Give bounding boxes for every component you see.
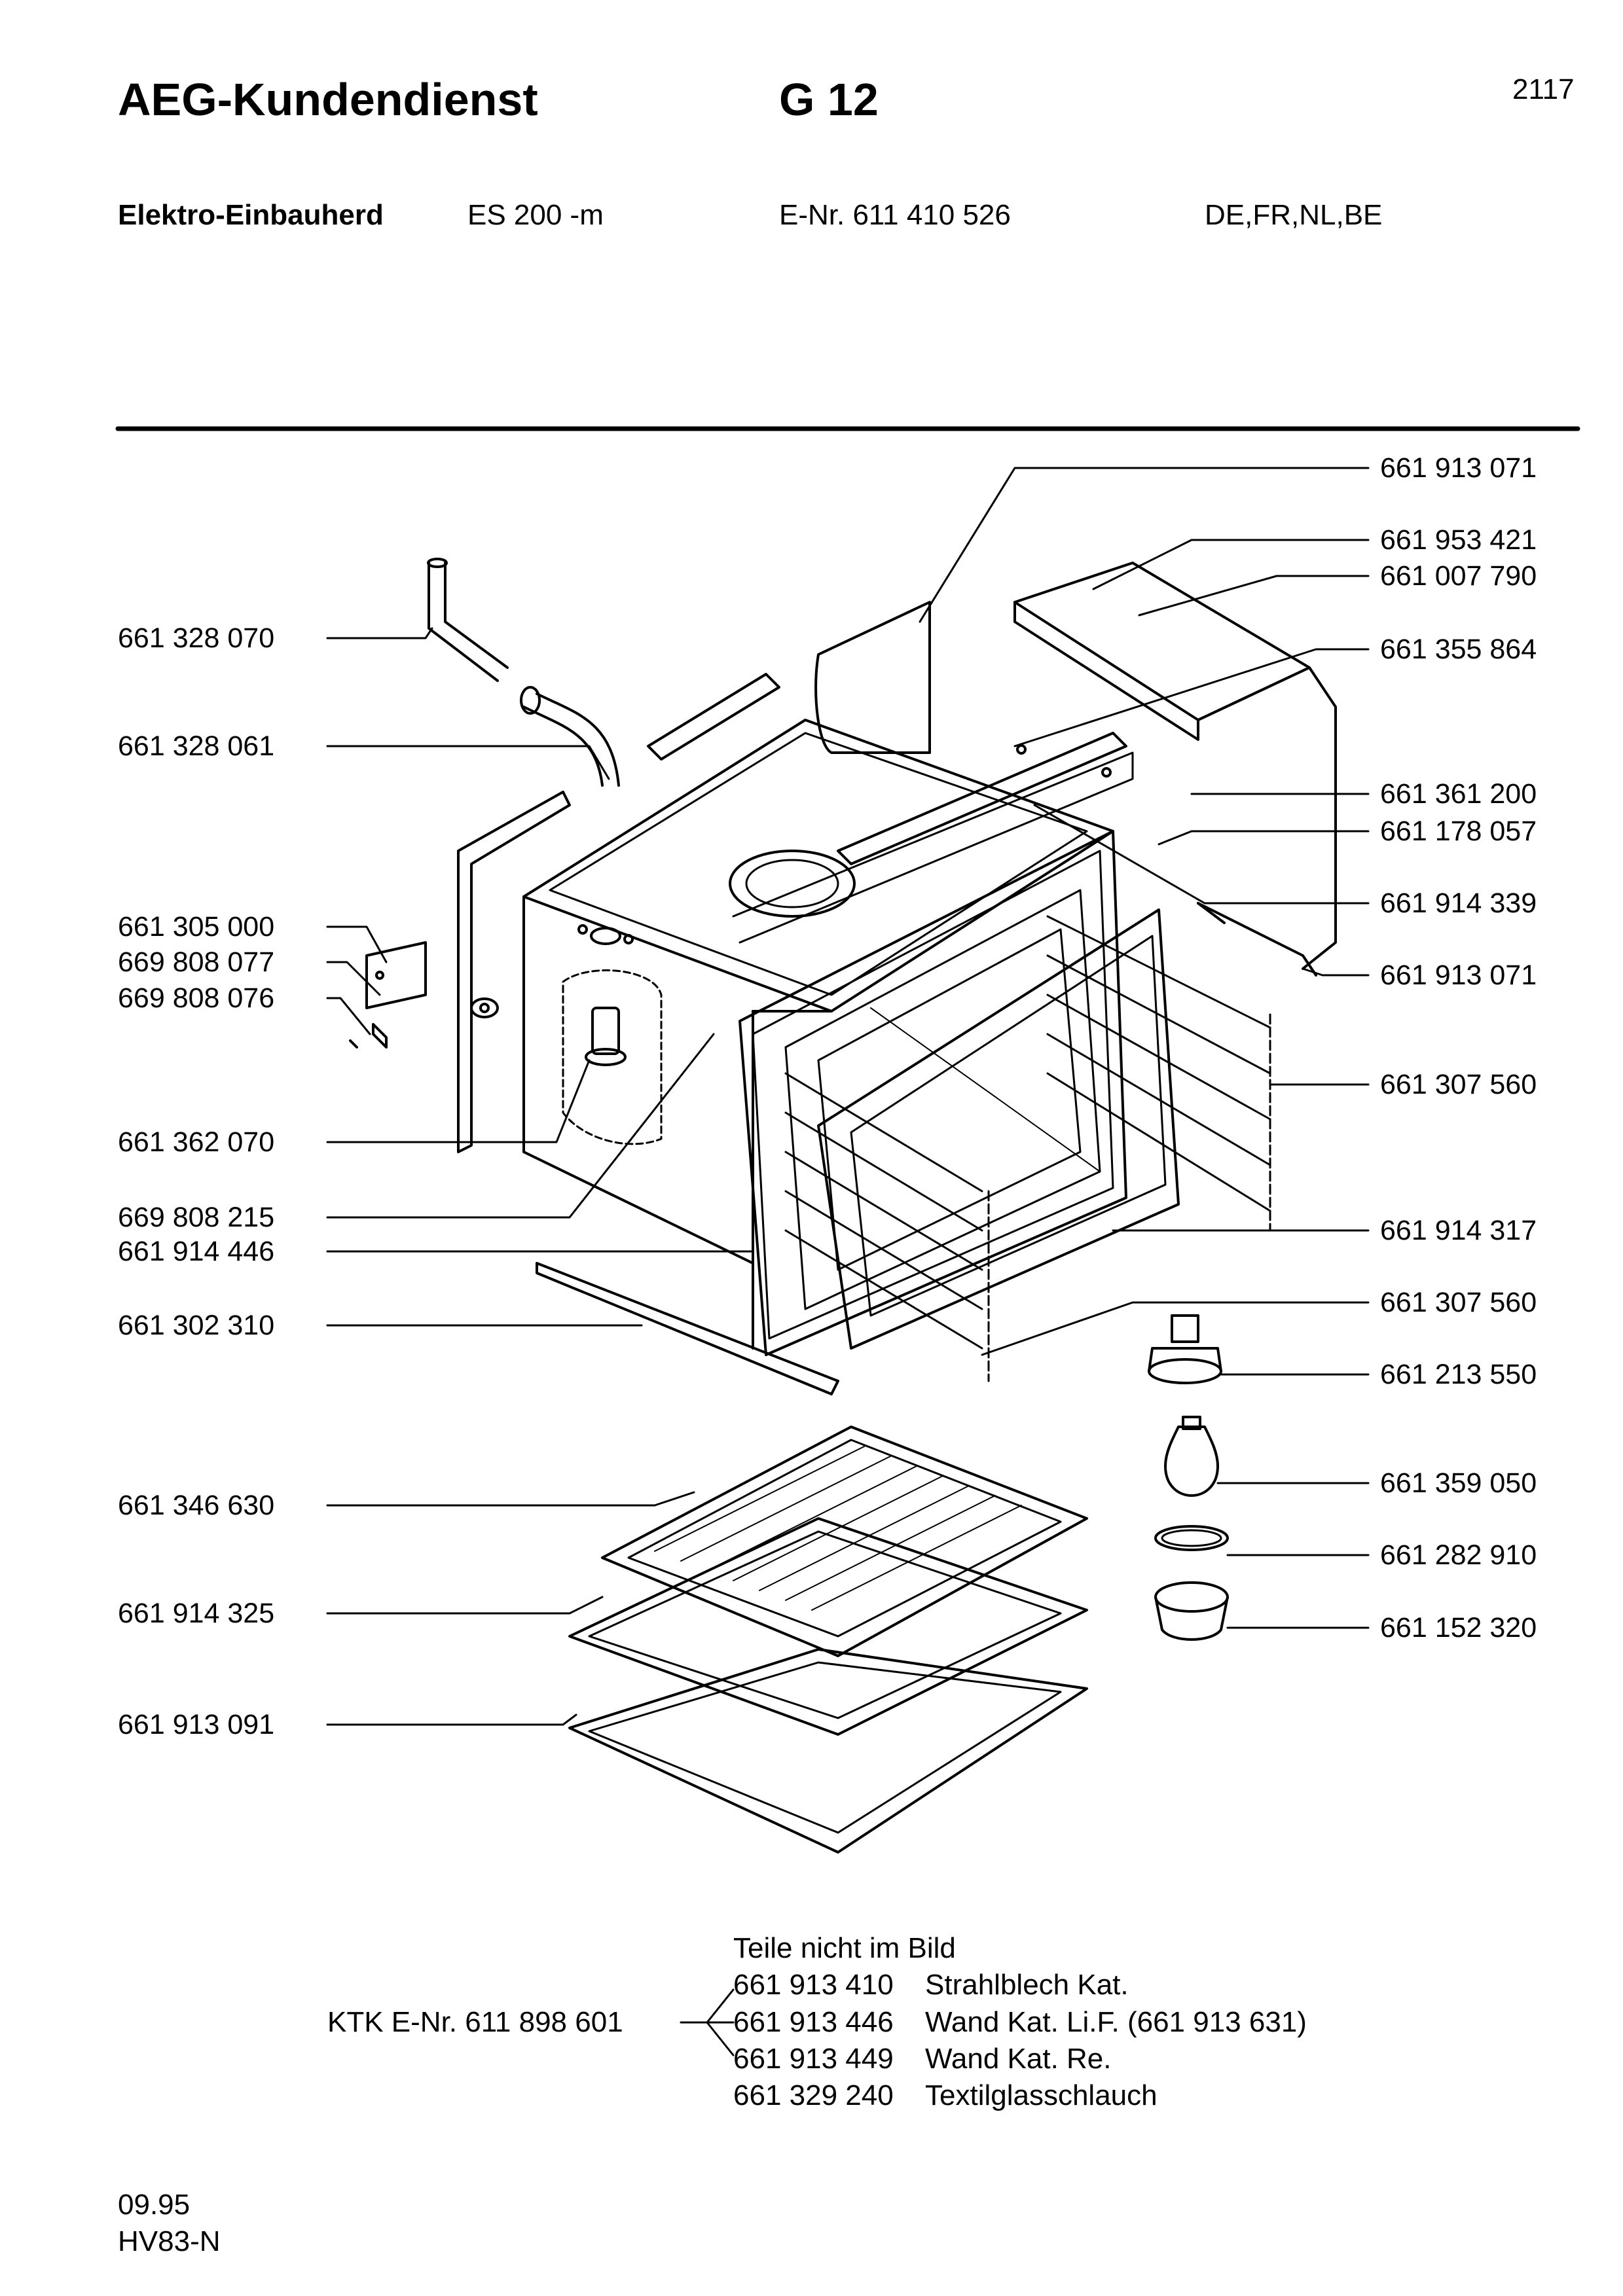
baking-tray-flat [568, 1517, 1088, 1736]
upper-strip [647, 673, 780, 761]
part-label-right: 661 307 560 [1380, 1069, 1537, 1100]
part-label-right: 661 914 317 [1380, 1215, 1537, 1246]
not-shown-desc: Textilglasschlauch [925, 2079, 1158, 2111]
lamp-cover [1154, 1581, 1229, 1641]
bottom-strip [536, 1262, 839, 1395]
ktk-bracket [680, 1988, 735, 2056]
part-label-left: 661 302 310 [118, 1310, 275, 1341]
not-shown-desc: Strahlblech Kat. [925, 1969, 1129, 2001]
part-label-right: 661 152 320 [1380, 1612, 1537, 1643]
rear-insulation [814, 562, 1337, 977]
not-shown-number: 661 329 240 [733, 2079, 894, 2111]
part-label-left: 669 808 076 [118, 982, 275, 1014]
not-shown-number: 661 913 410 [733, 1969, 894, 2001]
small-brackets [349, 941, 427, 1049]
countries: DE,FR,NL,BE [1205, 199, 1383, 231]
not-shown-desc: Wand Kat. Re. [925, 2043, 1112, 2075]
part-label-left: 669 808 215 [118, 1202, 275, 1233]
part-label-left: 661 913 091 [118, 1709, 275, 1740]
part-label-left: 661 328 070 [118, 622, 275, 654]
part-label-right: 661 913 071 [1380, 960, 1537, 991]
group-title: G 12 [779, 74, 879, 125]
baking-tray-grid [601, 1426, 1088, 1657]
part-label-right: 661 213 550 [1380, 1359, 1537, 1390]
door-seal-frame [568, 1648, 1088, 1854]
oven-top-panel [522, 719, 1114, 1013]
not-shown-number: 661 913 446 [733, 2006, 894, 2038]
left-side-bracket [457, 791, 571, 1153]
part-label-right: 661 007 790 [1380, 560, 1537, 592]
shelf-rails [784, 915, 1271, 1382]
part-label-right: 661 914 339 [1380, 888, 1537, 919]
page-number: 2117 [1512, 73, 1575, 105]
part-label-left: 661 346 630 [118, 1490, 275, 1521]
part-label-right: 661 355 864 [1380, 634, 1537, 665]
part-label-right: 661 361 200 [1380, 778, 1537, 810]
part-label-left: 661 362 070 [118, 1126, 275, 1158]
not-shown-desc: Wand Kat. Li.F. (661 913 631) [925, 2006, 1307, 2038]
part-label-right: 661 282 910 [1380, 1539, 1537, 1571]
e-number: E-Nr. 611 410 526 [779, 199, 1011, 231]
model-number: ES 200 -m [467, 199, 604, 231]
part-label-left: 661 914 446 [118, 1236, 275, 1267]
part-label-left: 669 808 077 [118, 946, 275, 978]
part-label-right: 661 307 560 [1380, 1287, 1537, 1318]
oven-door-frame [817, 908, 1180, 1350]
part-label-left: 661 305 000 [118, 911, 275, 942]
ktk-e-number: KTK E-Nr. 611 898 601 [327, 2006, 623, 2038]
part-label-right: 661 913 071 [1380, 452, 1537, 484]
lamp-holder-top [1148, 1314, 1222, 1384]
oven-cavity [784, 889, 1101, 1310]
lamp-seal-ring [1154, 1525, 1229, 1551]
oven-front-frame [739, 830, 1127, 1356]
product-name: Elektro-Einbauherd [118, 199, 384, 231]
footer-code: HV83-N [118, 2225, 221, 2257]
part-label-right: 661 359 050 [1380, 1467, 1537, 1499]
top-rail [732, 732, 1134, 944]
hose-tube [427, 558, 620, 787]
leaders-left [326, 627, 754, 1726]
part-label-left: 661 914 325 [118, 1598, 275, 1629]
leaders-right [919, 467, 1370, 1629]
not-shown-number: 661 913 449 [733, 2043, 894, 2075]
part-label-right: 661 953 421 [1380, 524, 1537, 556]
not-shown-heading: Teile nicht im Bild [733, 1932, 956, 1964]
footer-date: 09.95 [118, 2189, 191, 2221]
lamp-socket-side [585, 1007, 627, 1066]
lamp-bulb [1164, 1416, 1219, 1497]
part-label-left: 661 328 061 [118, 730, 275, 762]
part-label-right: 661 178 057 [1380, 816, 1537, 847]
brand-title: AEG-Kundendienst [118, 74, 538, 125]
